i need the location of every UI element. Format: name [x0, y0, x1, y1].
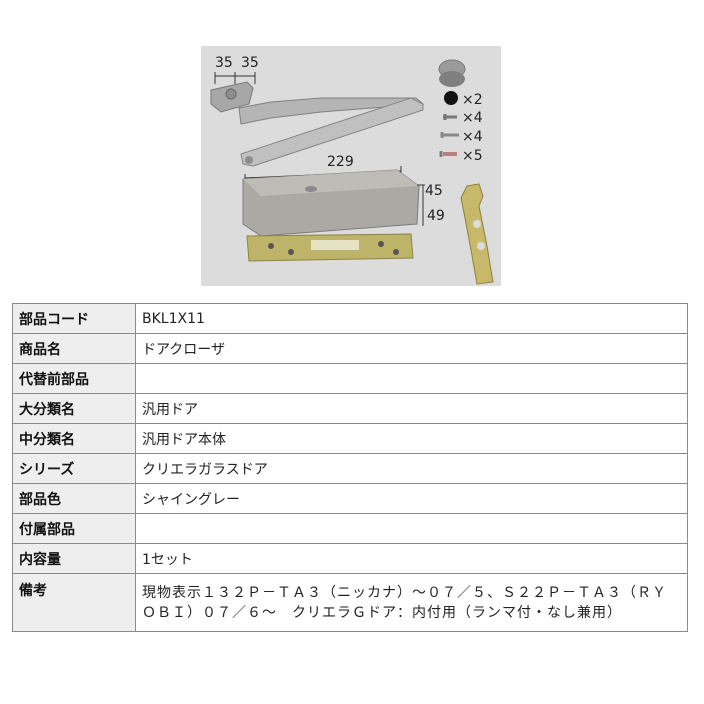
- product-photo: 35 35 ×2 ×4 ×4 ×5 229: [201, 46, 501, 286]
- row-label: 部品コード: [12, 303, 136, 334]
- row-label: 内容量: [12, 543, 136, 574]
- dim-45: 45: [425, 183, 443, 199]
- row-label: 代替前部品: [12, 363, 136, 394]
- table-row: 備考 現物表示１３２Ｐ－ＴＡ３（ニッカナ）～０７／５、Ｓ２２Ｐ－ＴＡ３（ＲＹＯＢ…: [12, 573, 688, 632]
- row-value: 汎用ドア: [135, 393, 688, 424]
- table-row: 大分類名 汎用ドア: [12, 393, 688, 424]
- row-value: [135, 363, 688, 394]
- table-row: 代替前部品: [12, 363, 688, 394]
- spec-table: 部品コード BKL1X11 商品名 ドアクローザ 代替前部品 大分類名 汎用ドア…: [12, 303, 688, 632]
- row-value: シャイングレー: [135, 483, 688, 514]
- row-value: [135, 513, 688, 544]
- arm-assembly: [210, 81, 425, 167]
- wrench: [460, 183, 494, 285]
- row-label: シリーズ: [12, 453, 136, 484]
- row-value: 現物表示１３２Ｐ－ＴＡ３（ニッカナ）～０７／５、Ｓ２２Ｐ－ＴＡ３（ＲＹＯＢＩ）０…: [135, 573, 688, 632]
- table-row: 中分類名 汎用ドア本体: [12, 423, 688, 454]
- qty-screw-a: ×4: [462, 110, 483, 126]
- row-label: 部品色: [12, 483, 136, 514]
- dim-35-left: 35: [215, 55, 233, 71]
- row-label: 大分類名: [12, 393, 136, 424]
- table-row: 部品コード BKL1X11: [12, 303, 688, 334]
- dim-49: 49: [427, 208, 445, 224]
- table-row: 内容量 1セット: [12, 543, 688, 574]
- table-row: 商品名 ドアクローザ: [12, 333, 688, 364]
- qty-screw-c: ×5: [462, 148, 483, 164]
- row-value: ドアクローザ: [135, 333, 688, 364]
- accessory-parts: [438, 59, 466, 157]
- row-label: 付属部品: [12, 513, 136, 544]
- door-closer-illustration: 35 35 ×2 ×4 ×4 ×5 229: [210, 55, 494, 285]
- row-label: 中分類名: [12, 423, 136, 454]
- dim-229: 229: [327, 154, 354, 170]
- row-label: 備考: [12, 573, 136, 632]
- table-row: 部品色 シャイングレー: [12, 483, 688, 514]
- table-row: 付属部品: [12, 513, 688, 544]
- row-label: 商品名: [12, 333, 136, 364]
- row-value: クリエラガラスドア: [135, 453, 688, 484]
- mounting-plate: [246, 233, 414, 262]
- qty-cap: ×2: [462, 92, 483, 108]
- dim-35-right: 35: [241, 55, 259, 71]
- table-row: シリーズ クリエラガラスドア: [12, 453, 688, 484]
- qty-screw-b: ×4: [462, 129, 483, 145]
- closer-body: [242, 169, 420, 237]
- row-value: BKL1X11: [135, 303, 688, 334]
- row-value: 1セット: [135, 543, 688, 574]
- row-value: 汎用ドア本体: [135, 423, 688, 454]
